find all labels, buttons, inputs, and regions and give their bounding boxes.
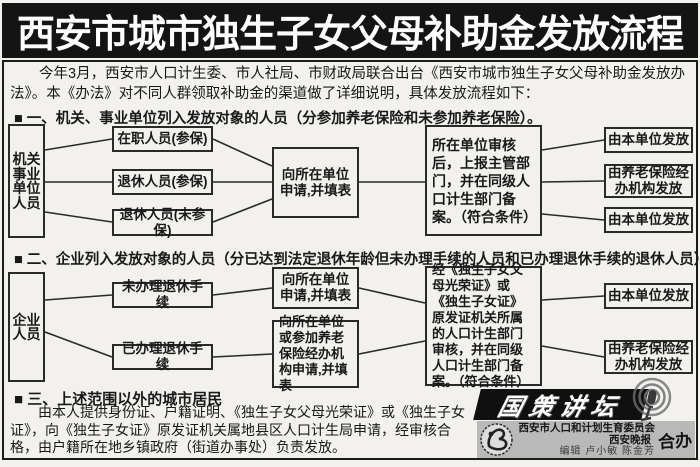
publisher-box: 西安市人口和计划生育委员会 西安晚报 编辑 卢小敏 陈金芳 合办: [477, 421, 695, 458]
microphone-icon: [632, 377, 672, 422]
flow2-output-box: 由养老保险经办机构发放: [604, 340, 693, 374]
flow2-category-box: 已办理退休手续: [112, 341, 213, 372]
flow1-category-box: 在职人员(参保): [112, 126, 213, 152]
flow1-output-box: 由养老保险经办机构发放: [604, 164, 693, 198]
flow2-output-box: 由本单位发放: [604, 283, 693, 309]
flow2-review-box: 经《独生子女父母光荣证》或《独生子女证》原发证机关所属的人口计生部门审核，并在同…: [425, 262, 542, 389]
flow2-apply-box: 向所在单位申请,并填表: [272, 267, 359, 309]
section2-heading: ■ 二、企业列入发放对象的人员（分已达到法定退休年龄但未办理手续的人员和已办理退…: [14, 252, 700, 268]
family-planning-logo: [480, 423, 513, 456]
publisher-org1: 西安市人口和计划生育委员会: [518, 421, 656, 434]
flow1-review-box: 所在单位审核后，上报主管部门，并在同级人口计生部门备案。（符合条件）: [425, 125, 542, 236]
flow2-apply-box: 向所在单位或参加养老保险经办机构申请,并填表: [272, 314, 359, 393]
joint-label: 合办: [657, 430, 693, 453]
column-banner-text: 国策讲坛: [494, 394, 626, 421]
page-title: 西安市城市独生子女父母补助金发放流程: [2, 3, 698, 58]
flow1-output-box: 由本单位发放: [604, 127, 693, 153]
publisher-text: 西安市人口和计划生育委员会 西安晚报 编辑 卢小敏 陈金芳: [517, 421, 656, 458]
flow1-category-box: 退休人员(未参保): [112, 207, 213, 238]
flow1-source-box: 机关事业单位人员: [8, 124, 45, 238]
section3-heading: ■ 三、上述范围以外的城市居民: [14, 391, 223, 408]
content-frame: [2, 60, 698, 460]
flow2-category-box: 未办理退休手续: [112, 279, 213, 310]
flow1-output-box: 由本单位发放: [604, 207, 693, 233]
section1-heading: ■ 一、机关、事业单位列入发放对象的人员（分参加养老保险和未参加养老保险）。: [14, 111, 542, 127]
editors-credit: 编辑 卢小敏 陈金芳: [559, 445, 655, 457]
publisher-org2: 西安晚报: [609, 433, 651, 446]
flow1-category-box: 退休人员(参保): [112, 169, 213, 195]
intro-paragraph: 今年3月，西安市人口计生委、市人社局、市财政局联合出台《西安市城市独生子女父母补…: [10, 66, 686, 102]
flow1-apply-box: 向所在单位申请,并填表: [272, 147, 359, 218]
section3-body: 由本人提供身份证、户籍证明、《独生子女父母光荣证》或《独生子女证》，向《独生子女…: [10, 404, 465, 455]
flow2-source-box: 企业人员: [8, 272, 45, 382]
